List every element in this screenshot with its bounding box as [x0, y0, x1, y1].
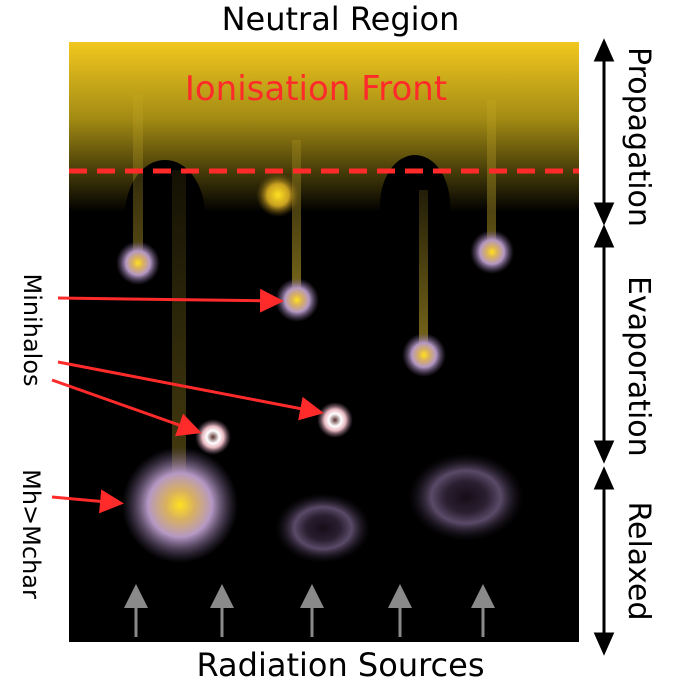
relaxed-arrow-head-down	[593, 632, 615, 656]
pointer-arrow	[57, 360, 324, 421]
propagation-arrow-head-down	[593, 202, 615, 226]
massive-halo	[122, 447, 238, 563]
ionisation-front-label: Ionisation Front	[185, 69, 447, 109]
pointer-arrow	[57, 288, 284, 313]
massive-halo-label: Mh>Mchar	[17, 469, 45, 599]
neutral-region-label: Neutral Region	[221, 0, 460, 38]
minihalos-label: Minihalos	[18, 273, 46, 387]
stage-evaporation: Evaporation	[621, 276, 656, 457]
trail	[292, 140, 301, 300]
minihalo	[275, 278, 319, 322]
evaporation-arrow-head-up	[593, 224, 615, 248]
trail	[487, 100, 496, 250]
ring-halo	[317, 402, 353, 438]
glow-blob	[256, 173, 300, 217]
minihalo	[470, 230, 514, 274]
stage-relaxed: Relaxed	[621, 501, 656, 621]
relaxed-halo	[408, 453, 524, 541]
ring-halo	[195, 419, 231, 455]
radiation-arrows	[124, 584, 495, 637]
relaxed-arrow-head-up	[593, 466, 615, 490]
trail	[133, 95, 143, 265]
evaporation-arrow-head-down	[593, 440, 615, 464]
radiation-sources-label: Radiation Sources	[196, 646, 485, 684]
trail	[419, 190, 428, 355]
stage-propagation: Propagation	[621, 47, 656, 227]
pointer-arrow	[51, 378, 202, 437]
relaxed-halo	[275, 493, 371, 563]
shadow-right	[380, 155, 450, 255]
pointer-arrow	[51, 489, 124, 514]
minihalo	[402, 333, 446, 377]
propagation-arrow-head-up	[593, 38, 615, 62]
minihalo	[116, 241, 160, 285]
